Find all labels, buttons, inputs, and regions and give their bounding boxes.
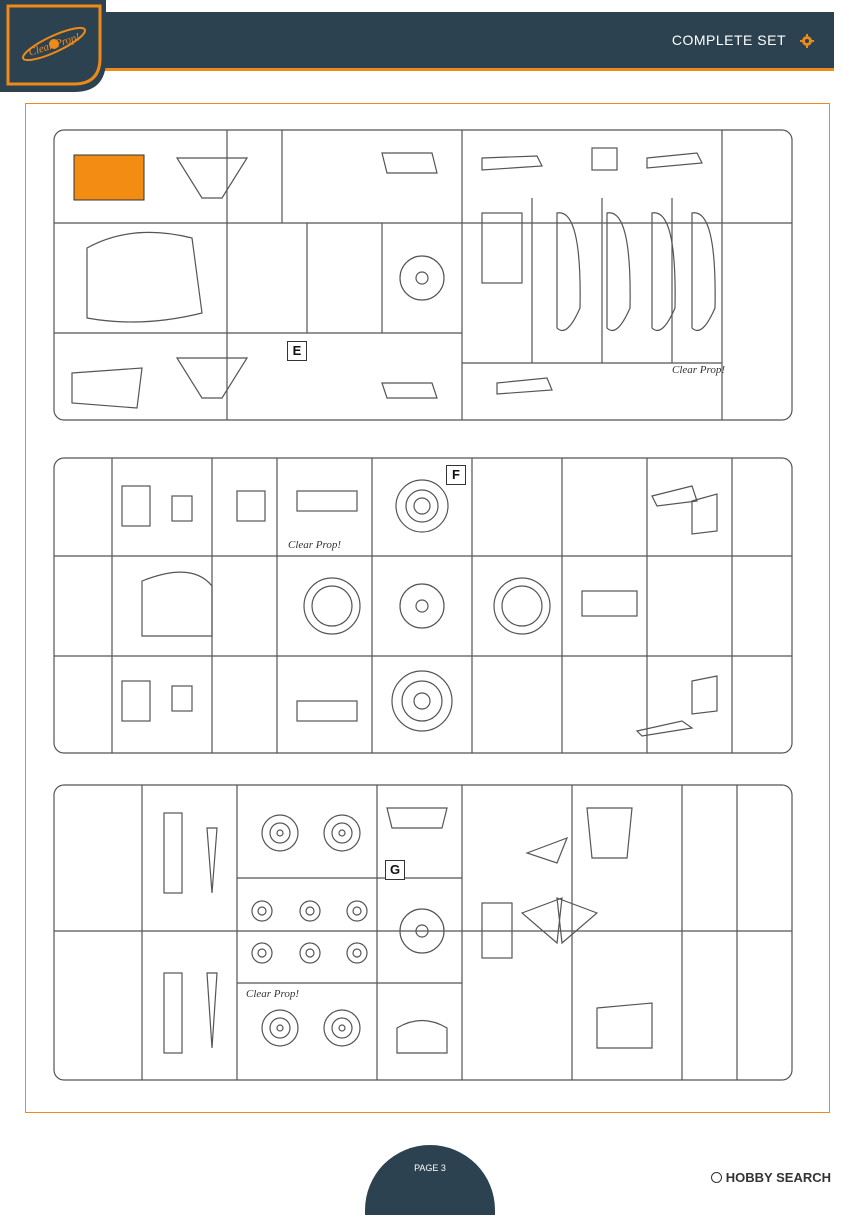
brand-logo: Clear Prop! — [0, 0, 106, 92]
sprue-e-logo: Clear Prop! — [672, 364, 725, 376]
sprue-e-letter: E — [287, 341, 307, 361]
watermark: HOBBY SEARCH — [710, 1170, 831, 1185]
page-title: COMPLETE SET — [671, 32, 786, 48]
content-frame — [25, 103, 830, 1113]
sprue-g-logo: Clear Prop! — [246, 988, 299, 1000]
sprue-f-letter: F — [446, 465, 466, 485]
sprue-e: Clear Prop! — [53, 129, 793, 421]
page-number: PAGE 3 — [414, 1163, 446, 1173]
sprue-f-logo: Clear Prop! — [288, 539, 341, 551]
sprue-g-letter: G — [385, 860, 405, 880]
page-tab: PAGE 3 — [365, 1145, 495, 1215]
sprue-g: Clear Prop! — [53, 784, 793, 1081]
sprue-f: Clear Prop! — [53, 457, 793, 754]
header-bar: COMPLETE SET — [0, 12, 834, 71]
gear-icon — [800, 34, 814, 48]
hobby-search-icon — [710, 1172, 722, 1183]
watermark-text: HOBBY SEARCH — [725, 1170, 831, 1185]
